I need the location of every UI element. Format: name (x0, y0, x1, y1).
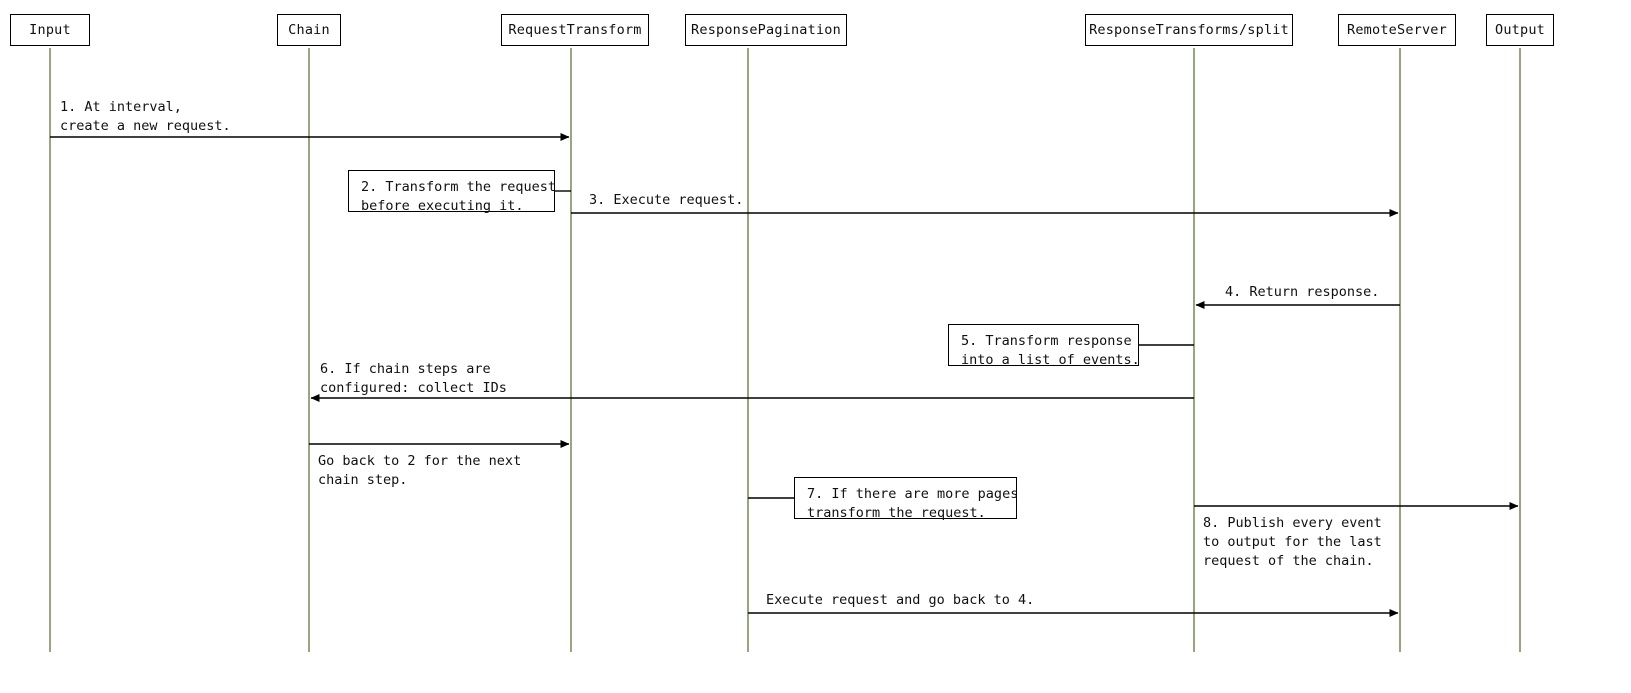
participant-label: Output (1495, 22, 1545, 38)
message-label-m1: 1. At interval, create a new request. (60, 99, 231, 134)
participant-label: RemoteServer (1347, 22, 1447, 38)
message-label-m_exec: Execute request and go back to 4. (766, 592, 1035, 608)
note-text: 2. Transform the request before executin… (361, 179, 557, 214)
note-connectors-group (555, 190, 1194, 499)
note-box-n2[interactable]: 2. Transform the request before executin… (348, 170, 557, 214)
participant-label: Chain (288, 22, 330, 38)
participant-label: RequestTransform (508, 22, 642, 38)
note-text: 5. Transform response into a list of eve… (961, 333, 1140, 368)
participant-box-restr[interactable]: ResponseTransforms/split (1085, 14, 1293, 46)
note-box-n7[interactable]: 7. If there are more pages transform the… (794, 477, 1019, 521)
message-label-m_goback: Go back to 2 for the next chain step. (318, 453, 522, 488)
note-box-n5[interactable]: 5. Transform response into a list of eve… (948, 324, 1140, 368)
participant-label: Input (29, 22, 71, 38)
participant-box-reqtr[interactable]: RequestTransform (501, 14, 649, 46)
participant-box-output[interactable]: Output (1486, 14, 1554, 46)
message-arrows-group (50, 133, 1519, 617)
note-text: 7. If there are more pages transform the… (807, 486, 1019, 521)
lifelines-group (49, 48, 1521, 652)
participant-label: ResponseTransforms/split (1089, 22, 1289, 38)
message-label-m4: 4. Return response. (1225, 284, 1380, 300)
participant-box-input[interactable]: Input (10, 14, 90, 46)
participant-label: ResponsePagination (691, 22, 841, 38)
message-label-m8: 8. Publish every event to output for the… (1203, 515, 1382, 569)
participant-box-remote[interactable]: RemoteServer (1338, 14, 1456, 46)
message-label-m3: 3. Execute request. (589, 192, 744, 208)
message-label-m6: 6. If chain steps are configured: collec… (320, 361, 507, 396)
participant-box-respag[interactable]: ResponsePagination (685, 14, 847, 46)
participant-box-chain[interactable]: Chain (277, 14, 341, 46)
